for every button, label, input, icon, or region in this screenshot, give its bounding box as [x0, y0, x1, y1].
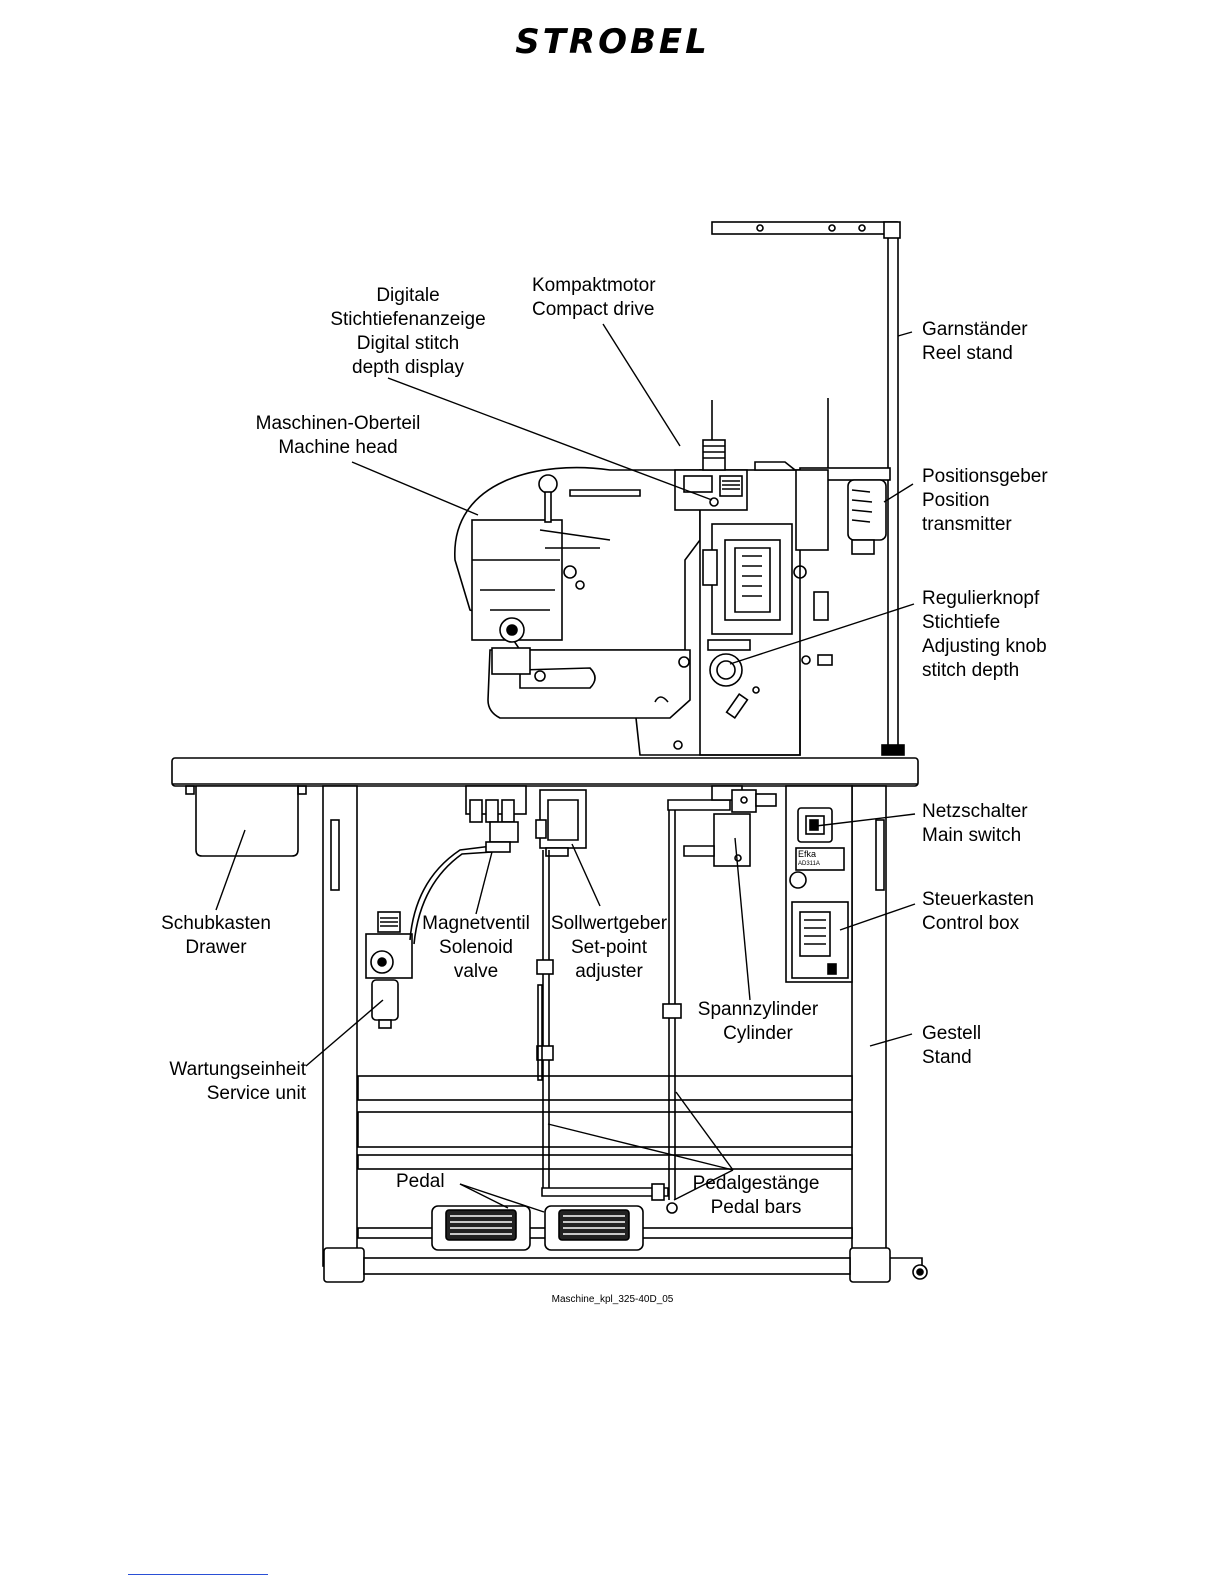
leader-lines [215, 323, 916, 1213]
table-top [171, 757, 919, 787]
machine-head [454, 398, 891, 756]
pedal-rods [536, 810, 682, 1214]
pedals [431, 1205, 644, 1251]
stand-frame [322, 785, 928, 1283]
reel-stand [711, 221, 905, 756]
efka-brand: Efka [798, 849, 817, 859]
solenoid-valve [465, 785, 527, 853]
footer-line [128, 1574, 268, 1575]
label-pedal: Pedal [396, 1171, 445, 1192]
setpoint-adjuster [535, 789, 587, 857]
efka-model: AD311A [798, 861, 820, 867]
service-unit [365, 845, 493, 1029]
drawer [185, 785, 307, 857]
strobel-logo: STROBEL [515, 22, 710, 62]
tension-cylinder [667, 785, 777, 867]
control-box [785, 785, 853, 983]
efka-nameplate: Efka AD311A [798, 849, 820, 869]
drawing-caption: Maschine_kpl_325-40D_05 [551, 1294, 674, 1305]
